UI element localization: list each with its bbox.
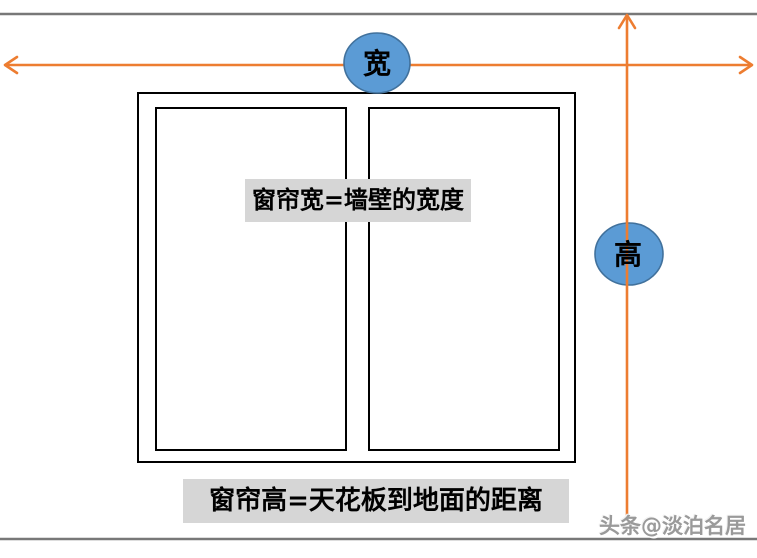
width-badge-label: 宽 [363, 47, 391, 80]
watermark: 头条@淡泊名居 [599, 514, 746, 538]
height-badge-label: 高 [614, 238, 642, 271]
window-outer-frame [137, 92, 576, 463]
height-badge [594, 222, 664, 286]
window-left-pane [155, 107, 347, 451]
curtain-width-note: 窗帘宽=墙壁的宽度 [245, 179, 471, 222]
width-badge [343, 32, 411, 94]
width-arrow-left-head-icon [3, 55, 19, 75]
width-arrow-right-head-icon [738, 55, 754, 75]
window-right-pane [368, 107, 560, 451]
curtain-height-note: 窗帘高=天花板到地面的距离 [183, 479, 569, 523]
height-arrow-top-head-icon [617, 13, 637, 30]
